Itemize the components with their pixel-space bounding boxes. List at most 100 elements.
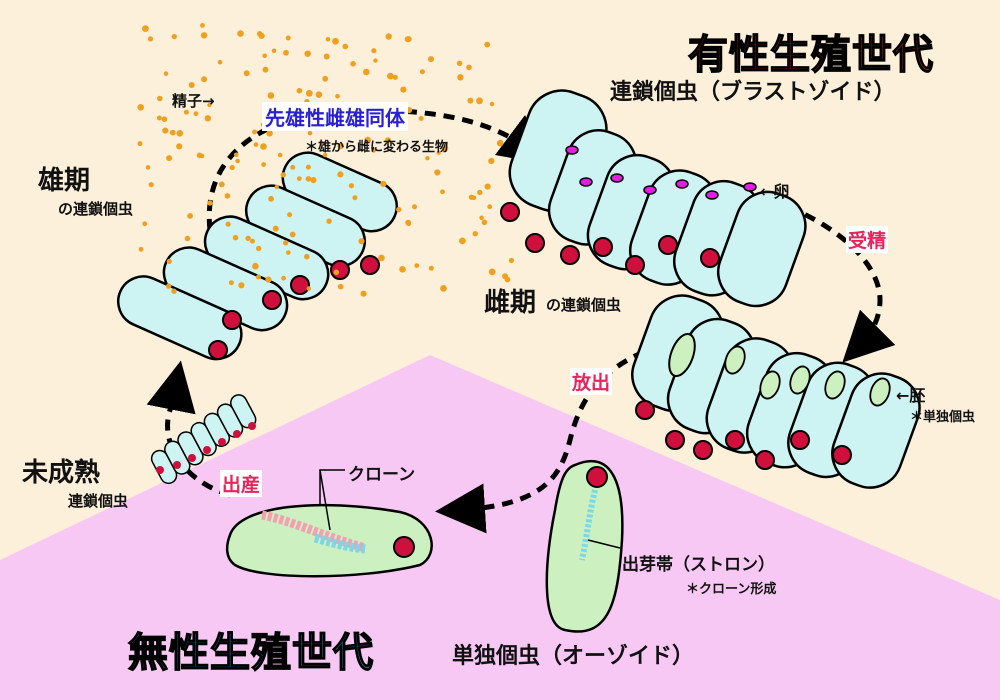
sperm-dot [348, 183, 354, 189]
sperm-dot [201, 76, 208, 83]
sperm-cloud [137, 23, 514, 297]
sperm-dot [280, 172, 286, 178]
sperm-dot [137, 141, 143, 147]
sperm-dot [502, 273, 509, 280]
sperm-dot [171, 33, 177, 40]
female-stage-title: 雌期 [484, 288, 537, 318]
sperm-dot [296, 87, 303, 94]
sperm-dot [342, 43, 349, 50]
sperm-dot [440, 285, 447, 292]
sperm-dot [468, 194, 475, 200]
sperm-dot [332, 37, 339, 45]
sperm-dot [477, 189, 483, 196]
sperm-dot [277, 152, 283, 158]
sperm-dot [428, 265, 434, 271]
sperm-dot [428, 56, 434, 63]
sperm-dot [142, 221, 148, 227]
sperm-dot [487, 204, 493, 210]
sperm-dot [200, 32, 208, 39]
release-label: 放出 [570, 368, 613, 395]
asexual-region [0, 355, 1000, 700]
sperm-dot [358, 238, 365, 245]
immature-stage-title: 未成熟 [22, 458, 101, 488]
sperm-dot [176, 143, 183, 150]
sperm-dot [322, 152, 328, 158]
sperm-dot [183, 109, 189, 115]
sperm-dot [400, 86, 407, 93]
sperm-dot [286, 250, 291, 255]
birth-label: 出産 [220, 470, 263, 497]
sperm-label: 精子→ [172, 92, 215, 110]
sperm-dot [237, 30, 244, 37]
sperm-dot [166, 155, 173, 162]
sperm-dot [225, 221, 231, 227]
sperm-dot [333, 269, 340, 276]
released-embryo [668, 332, 696, 378]
sperm-dot [306, 286, 312, 291]
sperm-dot [162, 127, 169, 134]
sperm-dot [262, 53, 268, 59]
sperm-dot [440, 189, 445, 195]
sperm-dot [325, 37, 331, 42]
sperm-dot [304, 50, 311, 57]
sperm-dot [319, 140, 325, 146]
sperm-dot [147, 36, 154, 42]
clone-leader-lines [319, 469, 345, 531]
sperm-dot [289, 231, 296, 238]
sperm-dot [193, 111, 199, 117]
sperm-dot [255, 274, 261, 280]
fertilization-label: 受精 [846, 226, 889, 253]
embryo-label: ←胚 [896, 386, 926, 405]
sperm-dot [489, 101, 495, 107]
arrow-release [435, 337, 681, 534]
immature-stage-subtitle: 連鎖個虫 [68, 492, 129, 510]
sperm-dot [350, 61, 356, 67]
male-stage-title: 雄期 [38, 166, 91, 196]
sperm-dot [252, 129, 258, 135]
sperm-dot [305, 89, 313, 97]
sperm-dot [253, 142, 259, 147]
asexual-generation-subtitle: 単独個虫（オーゾイド） [452, 644, 695, 669]
sperm-dot [419, 69, 425, 75]
embryos [724, 345, 891, 407]
sperm-dot [322, 75, 329, 82]
sperm-dot [378, 254, 385, 262]
sperm-dot [337, 283, 344, 290]
sperm-dot [337, 171, 344, 178]
sperm-dot [364, 136, 372, 144]
sperm-dot [456, 60, 463, 66]
sperm-dot [281, 275, 286, 281]
sperm-dot [373, 58, 378, 63]
sperm-dot [488, 157, 495, 165]
sperm-dot [412, 204, 417, 210]
sexual-generation-title: 有性生殖世代 [687, 31, 934, 79]
sperm-dot [392, 74, 398, 80]
cycle-arrows [146, 107, 896, 534]
sperm-dot [207, 200, 213, 206]
sperm-dot [479, 215, 484, 221]
sperm-dot [252, 262, 259, 270]
sperm-dot [484, 183, 491, 190]
sperm-dot [218, 181, 225, 188]
sperm-dot [260, 143, 267, 150]
sperm-dot [187, 213, 194, 219]
sexual-generation-subtitle: 連鎖個虫（ブラストゾイド） [610, 80, 896, 105]
sperm-dot [266, 130, 273, 137]
sperm-dot [387, 72, 394, 80]
sperm-dot [176, 130, 184, 137]
sperm-dot [414, 263, 420, 268]
sperm-dot [283, 49, 289, 56]
sperm-dot [161, 116, 168, 122]
sperm-dot [287, 212, 293, 218]
asexual-generation-title: 無性生殖世代 [127, 629, 374, 677]
sperm-dot [441, 145, 449, 152]
immature-chain [150, 394, 257, 485]
sperm-dot [245, 235, 251, 241]
sperm-dot [290, 164, 296, 170]
sperm-dot [267, 92, 275, 99]
stolon-label: 出芽帯（ストロン） [622, 555, 775, 575]
sperm-dot [296, 176, 302, 182]
sperm-dot [305, 164, 311, 170]
sperm-dot [476, 97, 483, 105]
